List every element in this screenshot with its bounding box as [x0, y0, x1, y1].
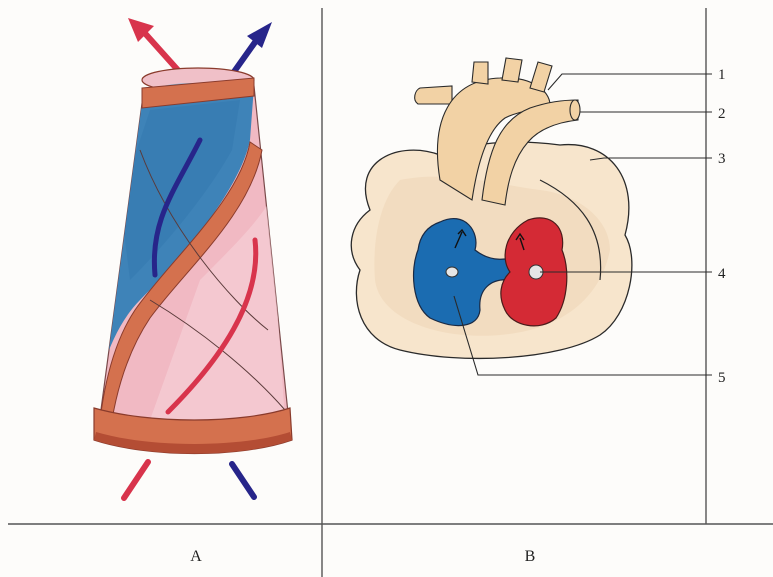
callout-2: 2: [718, 106, 726, 122]
left-pulmonary-branch: [415, 86, 452, 104]
panel-a-caption: A: [190, 548, 202, 565]
callout-3: 3: [718, 151, 726, 167]
panel-a-cone-model: [94, 18, 292, 498]
callout-5: 5: [718, 370, 726, 386]
vessel-opening: [570, 100, 580, 120]
brachiocephalic-branch-2: [502, 58, 522, 82]
callout-4: 4: [718, 266, 726, 282]
leader-line-1: [548, 74, 712, 90]
red-inflow-arrow: [124, 462, 148, 498]
panel-b-caption: B: [525, 548, 536, 565]
callout-labels: 1 2 3 4 5: [718, 67, 726, 386]
navy-inflow-arrow: [232, 464, 254, 497]
blue-chamber-opening: [446, 267, 458, 277]
callout-1: 1: [718, 67, 726, 83]
brachiocephalic-branch-3: [530, 62, 552, 92]
cone-body: [94, 68, 292, 454]
brachiocephalic-branch-1: [472, 62, 488, 84]
panel-b-heart: [351, 58, 712, 375]
